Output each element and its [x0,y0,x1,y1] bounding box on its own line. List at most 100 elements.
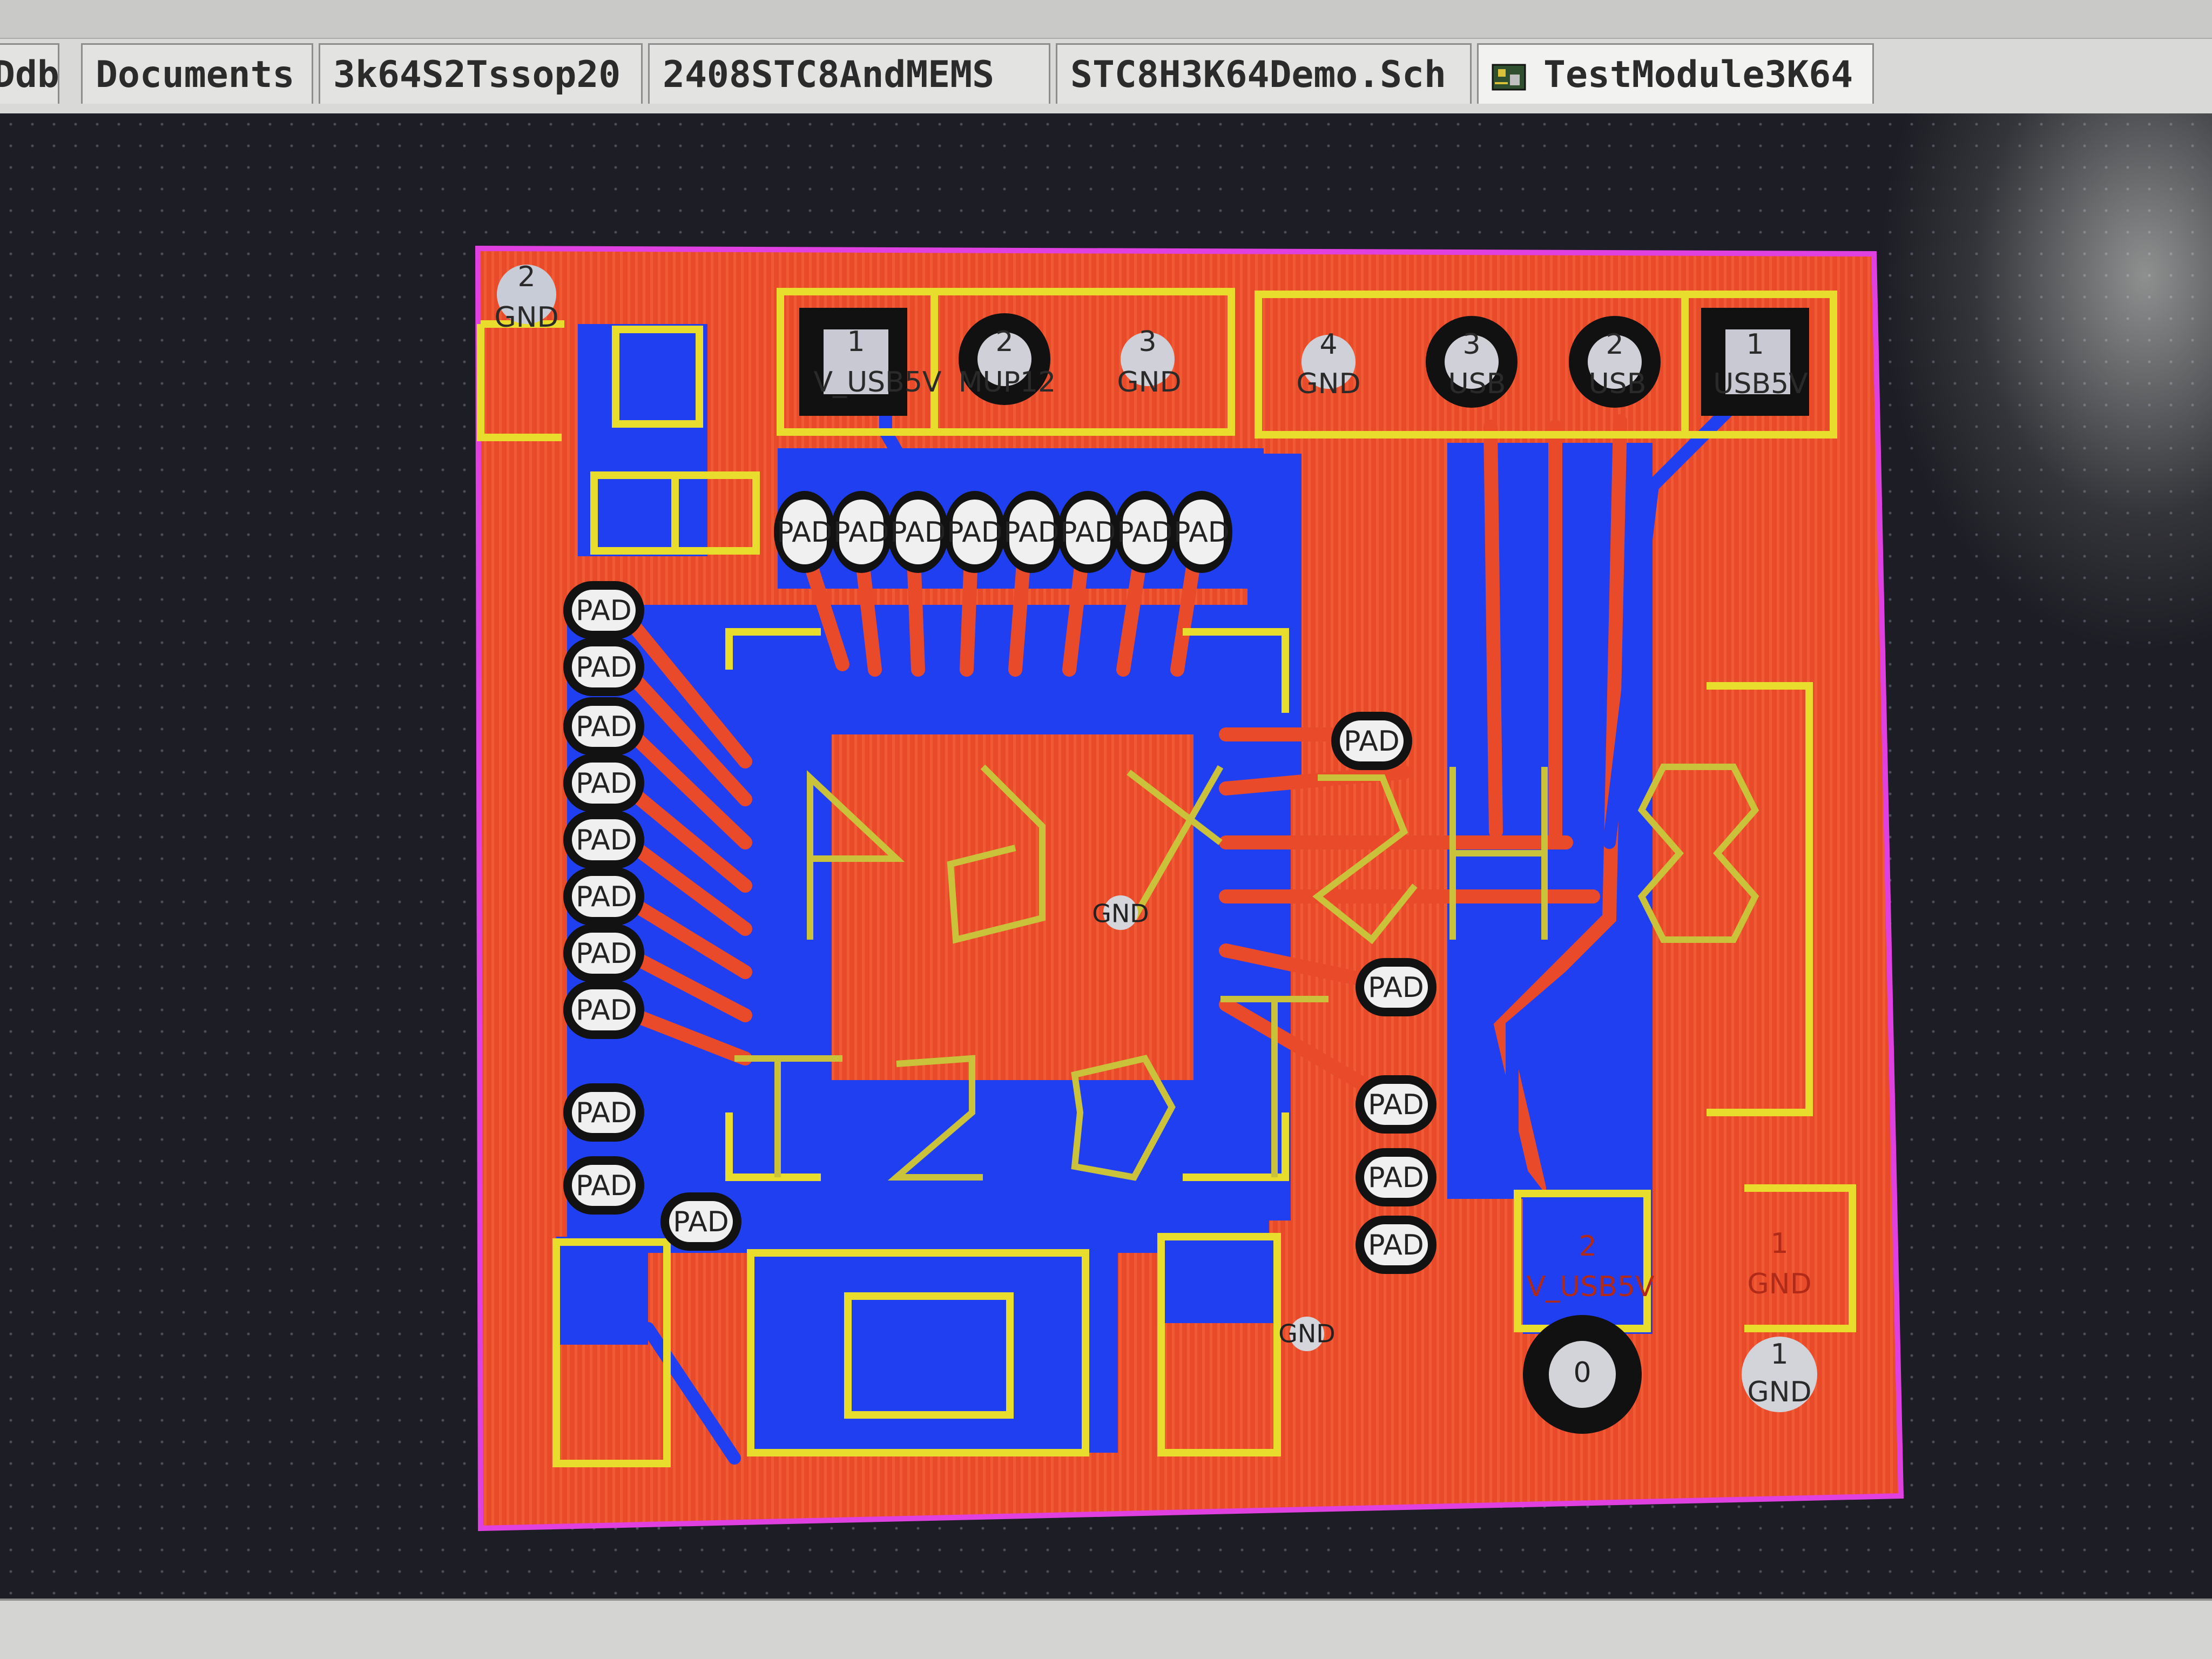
pin-number: 1 [1770,1338,1788,1371]
lower-gnd-via[interactable]: GND [1278,1317,1336,1351]
smd-pad[interactable]: PAD [774,491,835,573]
smd-pad[interactable]: PAD [887,491,949,573]
net-label: USB [1448,368,1506,400]
pad-label: PAD [576,881,632,913]
net-label: GND [494,301,558,334]
corner-gnd-pad[interactable]: 2 GND [494,261,558,334]
net-label: USB5V [1713,368,1808,400]
top-left-header[interactable]: 1 V_USB5V 2 MUP12 3 GND [799,308,1182,416]
smd-pad[interactable]: PAD [563,924,644,982]
pin-number: 3 [1138,326,1156,358]
bottom-right-connector[interactable]: 2 V_USB5V 1 GND [1527,1228,1812,1303]
smd-pad[interactable]: PAD [563,697,644,756]
pin-number: 2 [1579,1230,1596,1263]
smd-pad[interactable]: PAD [831,491,892,573]
pin-number: 4 [1319,328,1337,361]
net-label: GND [1092,899,1149,928]
smd-pad[interactable]: PAD [1355,1216,1437,1274]
smd-pad[interactable]: PAD [563,867,644,926]
smd-pad[interactable]: PAD [1114,491,1176,573]
center-gnd-via[interactable]: GND [1092,895,1149,930]
smd-pad[interactable]: PAD [563,754,644,812]
net-label: GND [1296,368,1360,400]
pad-label: PAD [1174,516,1230,549]
pad-label: PAD [576,938,632,970]
pad-label: PAD [576,711,632,743]
smd-pad[interactable]: PAD [1057,491,1119,573]
pad-label: PAD [890,516,946,549]
pad-label: PAD [1060,516,1116,549]
smd-pad[interactable]: PAD [563,581,644,639]
pad-label: PAD [1368,1229,1424,1262]
net-label: GND [1747,1268,1811,1300]
tab-stc8h3k64demo-sch[interactable]: STC8H3K64Demo.Sch [1056,43,1472,104]
pin-number: 2 [1606,328,1623,361]
pad-label: PAD [576,1097,632,1129]
mounting-hole-right[interactable]: 1 GND [1742,1337,1817,1412]
smd-pad-row-right: PAD PAD PAD PAD PAD [1331,712,1437,1274]
tab-label: 2408STC8AndMEMS [663,53,995,96]
smd-pad[interactable]: PAD [563,811,644,869]
pcb-document-icon [1492,64,1526,91]
pad-label: PAD [1368,972,1424,1004]
net-label: USB [1589,368,1647,400]
top-copper-traces [614,414,1627,1195]
pin-number: 0 [1573,1357,1591,1389]
pad-label: PAD [576,824,632,857]
net-label: V_USB5V [814,366,942,399]
tab-label: Documents [96,53,295,96]
smd-pad[interactable]: PAD [1001,491,1062,573]
smd-pad[interactable]: PAD [1331,712,1412,770]
silkscreen-layer [477,288,1856,1467]
pad-label: PAD [947,516,1003,549]
net-label: GND [1278,1319,1335,1348]
pad-label: PAD [1117,516,1173,549]
smd-pad[interactable]: PAD [1171,491,1232,573]
tab-ddb[interactable]: Ddb [0,43,59,104]
pin-number: 1 [1746,328,1764,361]
status-bar [0,1599,2212,1659]
pad-label: PAD [576,595,632,627]
tab-label: STC8H3K64Demo.Sch [1070,53,1446,96]
smd-pad[interactable]: PAD [563,638,644,696]
pin-number: 2 [995,326,1013,358]
pad-label: PAD [1368,1089,1424,1121]
tab-label: Ddb [0,53,59,96]
smd-pad[interactable]: PAD [1355,1148,1437,1206]
net-label: GND [1747,1376,1811,1408]
pin-number: 2 [517,261,535,293]
net-label: GND [1117,366,1181,399]
pad-label: PAD [1368,1162,1424,1194]
smd-pad[interactable]: PAD [563,981,644,1039]
smd-pad[interactable]: PAD [660,1192,741,1251]
pad-label: PAD [576,767,632,800]
pad-label: PAD [1003,516,1060,549]
smd-pad[interactable]: PAD [563,1083,644,1142]
pad-label: PAD [576,651,632,684]
pad-label: PAD [777,516,833,549]
screen-glare [1877,113,2212,653]
pad-label: PAD [1344,725,1400,758]
smd-pad[interactable]: PAD [563,1156,644,1215]
tab-3k64s2tssop20[interactable]: 3k64S2Tssop20 [319,43,643,104]
net-label: V_USB5V [1527,1271,1655,1303]
top-right-header[interactable]: 4 GND 3 USB 2 USB 1 USB5V [1296,308,1809,416]
pin-number: 1 [1770,1228,1788,1260]
mounting-hole-left[interactable]: 0 [1523,1315,1642,1434]
tab-documents[interactable]: Documents [81,43,313,104]
smd-pad[interactable]: PAD [944,491,1006,573]
smd-pad[interactable]: PAD [1355,958,1437,1016]
smd-pad[interactable]: PAD [1355,1075,1437,1134]
net-label: MUP12 [959,366,1056,399]
tab-label: TestModule3K64 [1543,53,1853,96]
pad-label: PAD [673,1206,729,1238]
tab-label: 3k64S2Tssop20 [333,53,621,96]
pad-label: PAD [576,1170,632,1202]
pin-number: 3 [1462,328,1480,361]
tab-testmodule3k64[interactable]: TestModule3K64 [1477,43,1874,104]
menu-strip [0,0,2212,39]
tab-2408stc8andmems[interactable]: 2408STC8AndMEMS [648,43,1050,104]
